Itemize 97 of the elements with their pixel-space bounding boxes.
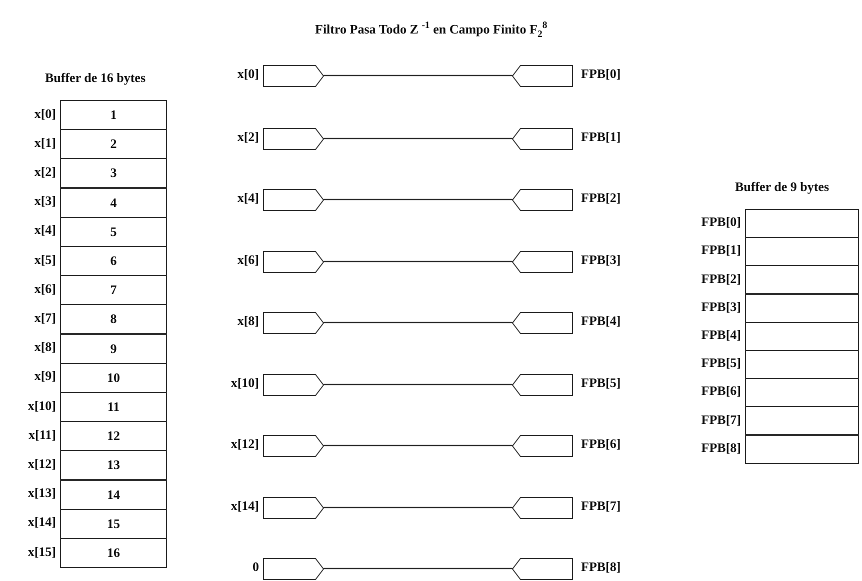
buffer-cell: 6 [60,246,167,276]
buffer-cell [745,322,859,351]
output-port [512,558,573,580]
port-label: FPB[7] [700,412,741,428]
port-label: x[3] [33,193,56,210]
output-port [512,128,573,150]
buffer-cell: 3 [60,158,167,188]
buffer-cell: 14 [60,480,167,510]
port-label: FPB[3] [700,298,741,315]
connector-line [324,568,512,570]
buffer-cell [745,378,859,407]
output-port [512,434,573,456]
port-label: FPB[1] [581,129,621,145]
port-label: x[5] [33,252,56,268]
input-port [263,496,324,518]
buffer-cell: 1 [60,100,167,130]
table-heading: Buffer de 9 bytes [735,179,830,195]
output-port [512,496,573,518]
buffer-cell [745,350,859,379]
port-label: x[7] [33,310,56,326]
port-label: FPB[5] [700,355,741,372]
port-label: FPB[7] [581,498,621,514]
output-port [512,250,573,272]
port-label: x[4] [236,190,259,206]
port-label: FPB[0] [700,214,741,230]
port-label: x[11] [28,426,56,443]
input-port [263,558,324,580]
buffer-cell: 9 [60,334,167,364]
output-port [512,312,573,334]
port-label: x[14] [230,498,259,514]
buffer-cell [745,209,859,238]
port-label: x[2] [33,164,56,180]
output-port [512,374,573,396]
port-label: FPB[3] [581,252,621,268]
buffer-cell [745,237,859,266]
port-label: FPB[6] [700,383,741,400]
connector-line [324,260,512,262]
port-label: FPB[8] [581,559,621,575]
buffer-cell: 5 [60,217,167,247]
input-port [263,434,324,456]
port-label: FPB[5] [581,375,621,391]
input-port [263,374,324,396]
buffer-cell: 2 [60,129,167,159]
port-label: x[6] [236,252,259,268]
buffer-cell [745,265,859,294]
buffer-cell: 12 [60,421,167,451]
port-label: x[14] [26,514,56,530]
port-label: x[0] [236,66,259,82]
buffer-cell: 8 [60,304,167,334]
buffer-cell: 7 [60,275,167,305]
port-label: x[13] [26,485,56,502]
port-label: x[9] [33,368,56,384]
port-label: x[4] [33,222,56,238]
port-label: x[8] [33,339,56,356]
buffer-cell: 4 [60,188,167,218]
port-label: x[10] [26,398,56,414]
port-label: FPB[6] [581,436,621,452]
port-label: FPB[4] [581,313,621,329]
port-label: FPB[1] [700,242,741,258]
port-label: FPB[4] [700,326,741,343]
connector-line [324,444,512,446]
port-label: x[8] [236,313,259,329]
port-label: x[12] [230,436,259,452]
output-port [512,188,573,210]
port-label: FPB[2] [581,190,621,206]
connector-line [324,322,512,324]
port-label: FPB[0] [581,66,621,82]
port-label: x[10] [230,375,259,391]
input-port [263,64,324,86]
input-port [263,128,324,150]
buffer-cell: 11 [60,392,167,422]
buffer-cell: 13 [60,450,167,480]
port-label: x[0] [33,106,56,122]
connector-line [324,138,512,140]
port-label: x[1] [33,134,56,151]
connector-line [324,506,512,508]
port-label: x[15] [26,544,56,560]
port-label: FPB[2] [700,270,741,286]
input-port [263,312,324,334]
connector-line [324,198,512,200]
buffer-cell [745,294,859,323]
buffer-cell: 16 [60,538,167,568]
buffer-cell: 15 [60,509,167,539]
buffer-cell: 10 [60,363,167,393]
port-label: x[2] [236,129,259,145]
connector-line [324,74,512,76]
port-label: x[6] [33,280,56,297]
output-port [512,64,573,86]
table-heading: Buffer de 16 bytes [45,70,146,86]
input-port [263,250,324,272]
connector-line [324,384,512,386]
buffer-cell [745,406,859,435]
port-label: x[12] [26,456,56,472]
input-port [263,188,324,210]
buffer-cell [745,435,859,464]
port-label: FPB[8] [700,440,741,456]
port-label: 0 [252,559,259,575]
